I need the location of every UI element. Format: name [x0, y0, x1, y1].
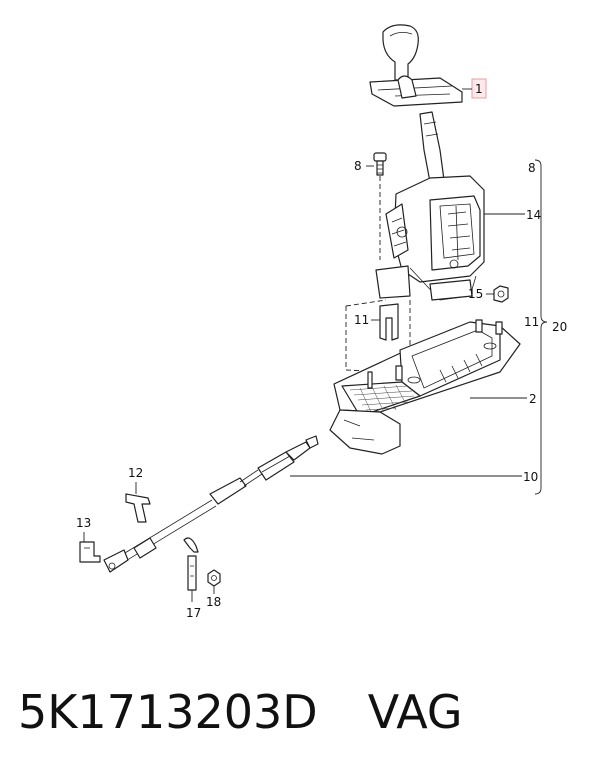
part-number: 5K1713203D [18, 685, 318, 739]
callout-11-left: 11 [354, 313, 369, 327]
callout-2: 2 [529, 392, 537, 406]
base-plate [329, 319, 521, 455]
clip-12 [125, 493, 151, 523]
nut-18 [207, 569, 221, 587]
callout-14: 14 [526, 208, 541, 222]
callout-10: 10 [523, 470, 538, 484]
bolt-8 [373, 152, 387, 176]
gear-knob-boot [369, 24, 463, 107]
bracket-17 [183, 537, 199, 591]
callout-17: 17 [186, 606, 201, 620]
callout-13: 13 [76, 516, 91, 530]
exploded-parts-diagram: 1 8 14 15 11 [76, 24, 567, 620]
callout-11-right: 11 [524, 315, 539, 329]
callout-8-left: 8 [354, 159, 362, 173]
highlight-box-1 [471, 78, 487, 99]
part-caption: 5K1713203D VAG [18, 672, 463, 752]
shift-cable [103, 435, 319, 573]
callout-8-right: 8 [528, 161, 536, 175]
callout-20: 20 [552, 320, 567, 334]
callout-18: 18 [206, 595, 221, 609]
callout-15: 15 [468, 287, 483, 301]
callout-12: 12 [128, 466, 143, 480]
bracket-13 [79, 541, 101, 563]
callout-1: 1 [475, 82, 483, 96]
brace-right [534, 159, 548, 495]
clip-11 [379, 303, 399, 341]
nut-15 [493, 285, 509, 303]
selector-housing [375, 111, 485, 301]
brand-label: VAG [367, 685, 463, 739]
